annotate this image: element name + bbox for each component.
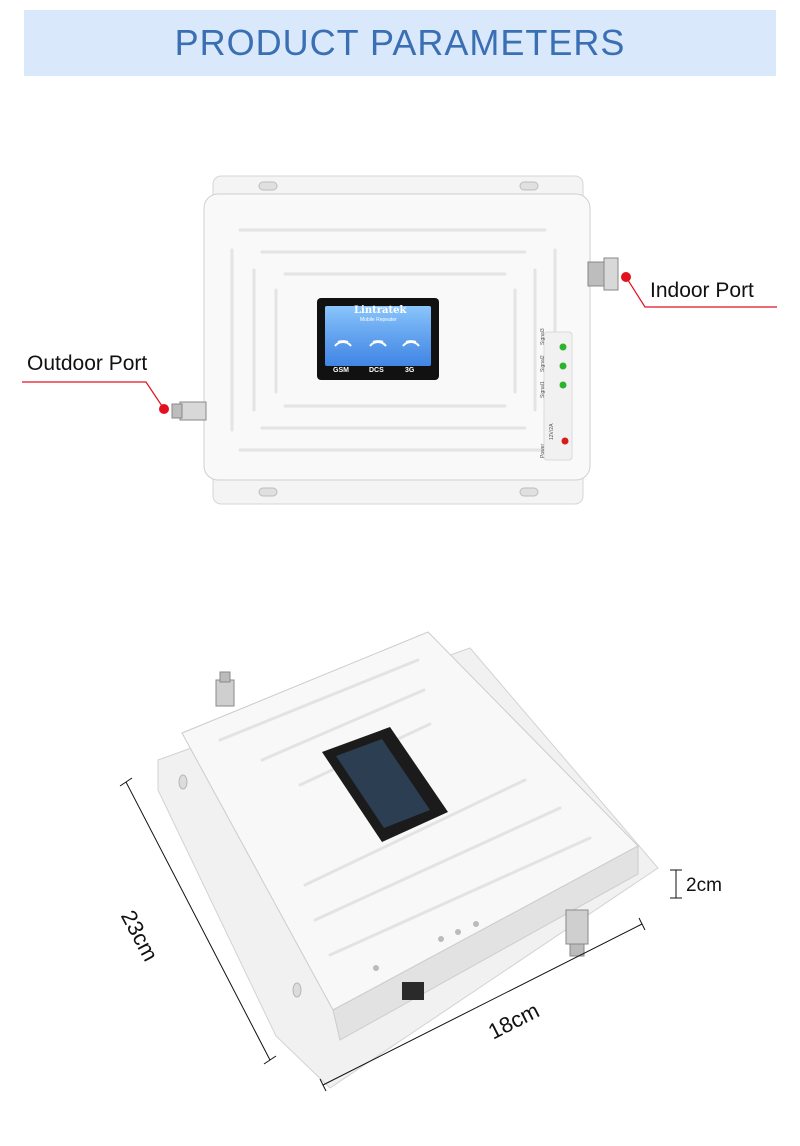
power-spec-label: 12V/2A [549, 423, 555, 440]
power-led [561, 437, 569, 445]
signal2-led [559, 362, 567, 370]
dimension-width-line [319, 917, 646, 1092]
header-banner: PRODUCT PARAMETERS [24, 10, 776, 76]
lcd-subtitle: Mobile Repeater [360, 317, 397, 323]
page-title: PRODUCT PARAMETERS [174, 22, 626, 63]
indoor-port-pointer [621, 272, 777, 308]
lcd-brand: Lintratek [354, 305, 407, 316]
signal1-led [559, 381, 567, 389]
signal3-label: Signal3 [540, 328, 546, 345]
front-view-device [171, 175, 619, 505]
outdoor-port-pointer [22, 381, 169, 414]
band-dcs: DCS [369, 367, 384, 374]
angled-view-device [157, 631, 659, 1089]
signal2-label: Signal2 [540, 355, 546, 372]
outdoor-port-connector [171, 401, 207, 421]
signal1-label: Signal1 [540, 381, 546, 398]
signal3-led [559, 343, 567, 351]
outdoor-port-label: Outdoor Port [27, 352, 148, 375]
band-3g: 3G [405, 367, 415, 374]
indoor-port-label: Indoor Port [650, 279, 754, 302]
power-label: Power [540, 443, 546, 458]
dimension-height-label: 2cm [686, 875, 722, 896]
dimension-height-line [670, 869, 682, 899]
indoor-port-connector [587, 257, 619, 291]
dimension-length-line [119, 777, 277, 1065]
band-gsm: GSM [333, 367, 349, 374]
